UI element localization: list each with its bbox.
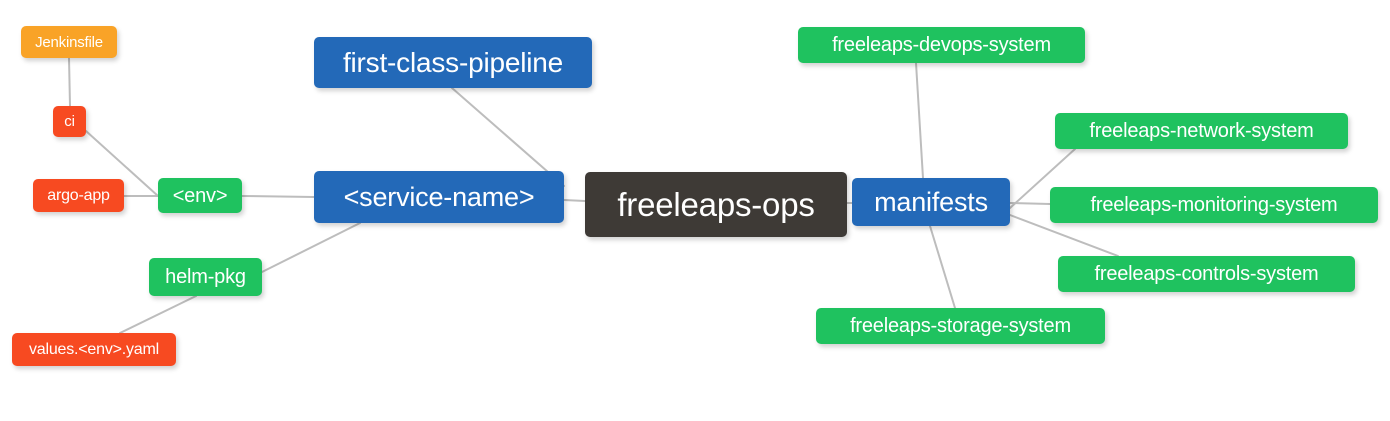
node-freeleaps-storage-system[interactable]: freeleaps-storage-system xyxy=(816,308,1105,344)
node-label-ci: ci xyxy=(64,113,75,130)
node-label-freeleaps-storage-system: freeleaps-storage-system xyxy=(850,315,1071,337)
edge-helm-pkg-to-values-yaml xyxy=(119,295,197,334)
node-label-freeleaps-network-system: freeleaps-network-system xyxy=(1089,120,1314,142)
node-freeleaps-devops-system[interactable]: freeleaps-devops-system xyxy=(798,27,1085,63)
edge-manifests-to-freeleaps-devops-system xyxy=(915,62,924,179)
node-freeleaps-ops[interactable]: freeleaps-ops xyxy=(585,172,847,237)
node-label-values-yaml: values.<env>.yaml xyxy=(28,340,159,358)
node-freeleaps-monitoring-system[interactable]: freeleaps-monitoring-system xyxy=(1050,187,1378,223)
edge-service-name-to-helm-pkg xyxy=(261,222,361,273)
node-jenkinsfile[interactable]: Jenkinsfile xyxy=(21,26,117,58)
node-label-env: <env> xyxy=(172,184,228,207)
node-values-yaml[interactable]: values.<env>.yaml xyxy=(12,333,176,366)
edge-manifests-to-freeleaps-monitoring-system xyxy=(1009,202,1051,205)
node-label-first-class-pipeline: first-class-pipeline xyxy=(342,46,564,78)
node-argo-app[interactable]: argo-app xyxy=(33,179,124,212)
edge-service-name-to-freeleaps-ops xyxy=(563,199,586,202)
node-freeleaps-network-system[interactable]: freeleaps-network-system xyxy=(1055,113,1348,149)
node-env[interactable]: <env> xyxy=(158,178,242,213)
node-label-argo-app: argo-app xyxy=(47,186,110,204)
node-manifests[interactable]: manifests xyxy=(852,178,1010,226)
node-label-freeleaps-monitoring-system: freeleaps-monitoring-system xyxy=(1090,194,1338,216)
node-label-helm-pkg: helm-pkg xyxy=(165,266,246,288)
node-label-service-name: <service-name> xyxy=(343,181,535,212)
node-freeleaps-controls-system[interactable]: freeleaps-controls-system xyxy=(1058,256,1355,292)
edge-jenkinsfile-to-ci xyxy=(68,57,71,107)
edge-env-to-service-name xyxy=(241,195,315,198)
node-ci[interactable]: ci xyxy=(53,106,86,137)
node-label-freeleaps-controls-system: freeleaps-controls-system xyxy=(1094,263,1319,285)
node-first-class-pipeline[interactable]: first-class-pipeline xyxy=(314,37,592,88)
node-helm-pkg[interactable]: helm-pkg xyxy=(149,258,262,296)
node-label-jenkinsfile: Jenkinsfile xyxy=(35,33,103,51)
node-label-freeleaps-devops-system: freeleaps-devops-system xyxy=(832,34,1051,56)
node-label-freeleaps-ops: freeleaps-ops xyxy=(617,186,815,223)
edge-manifests-to-freeleaps-storage-system xyxy=(929,225,956,309)
node-service-name[interactable]: <service-name> xyxy=(314,171,564,223)
node-label-manifests: manifests xyxy=(874,186,988,217)
